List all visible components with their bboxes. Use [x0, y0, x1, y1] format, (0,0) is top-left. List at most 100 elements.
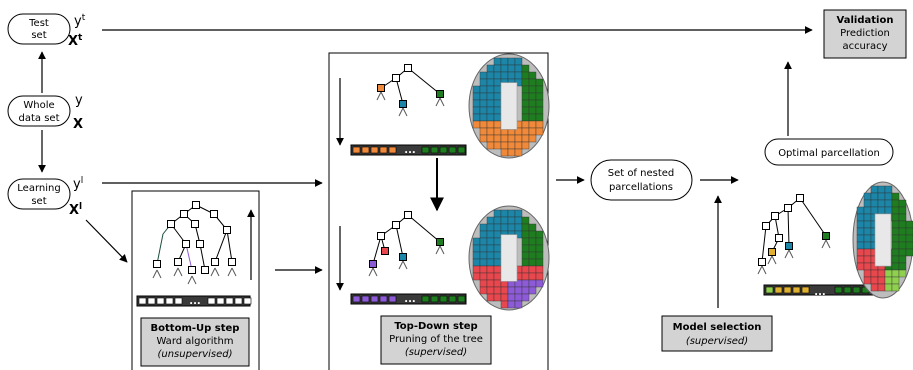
tree-node: [369, 260, 377, 268]
brain-voxel: [486, 244, 495, 253]
brain-voxel: [486, 258, 495, 267]
brain-voxel: [891, 241, 900, 250]
brain-voxel: [521, 141, 530, 150]
brain-voxel: [479, 272, 488, 281]
tree-leaf-edge: [788, 249, 794, 259]
tree-node: [436, 238, 444, 246]
brain-voxel: [472, 251, 481, 260]
cluster-cell: [388, 146, 397, 154]
cluster-cell: [156, 297, 165, 305]
brain-voxel: [486, 127, 495, 136]
brain-voxel: [528, 106, 537, 115]
brain-voxel: [479, 286, 488, 295]
tree-leaf-edge: [398, 260, 404, 270]
brain-voxel: [507, 223, 516, 232]
cluster-cell: [234, 297, 243, 305]
brain-voxel: [528, 78, 537, 87]
brain-voxel: [898, 255, 907, 264]
brain-voxel: [493, 209, 502, 218]
cluster-cell: [352, 295, 361, 303]
brain-voxel: [514, 134, 523, 143]
brain-voxel: [891, 262, 900, 271]
brain-voxel: [528, 120, 537, 129]
tree-node: [211, 258, 219, 266]
tree-leaf-edge: [439, 97, 445, 107]
brain-voxel: [507, 141, 516, 150]
tree-node: [784, 204, 792, 212]
brain-voxel: [521, 92, 530, 101]
tree-leaf-edge: [771, 255, 777, 265]
brain-voxel: [898, 199, 907, 208]
cluster-cell: [379, 295, 388, 303]
brain-voxel: [479, 230, 488, 239]
test-set-line2: set: [31, 30, 46, 41]
whole-data-line1: Whole: [23, 100, 54, 111]
brain-voxel: [870, 269, 879, 278]
brain-voxel: [486, 120, 495, 129]
tree-node: [399, 100, 407, 108]
brain-voxel: [891, 276, 900, 285]
cluster-cell: [774, 286, 783, 294]
brain-voxel: [507, 216, 516, 225]
top-down-title: Top-Down step: [394, 321, 477, 332]
whole-data-variables: y X: [73, 93, 83, 132]
brain-voxel: [500, 216, 509, 225]
optimal-bar-ellipsis: ...: [814, 287, 825, 298]
brain-voxel: [863, 192, 872, 201]
brain-voxel: [507, 134, 516, 143]
brain-voxel: [486, 279, 495, 288]
cluster-cell: [225, 297, 234, 305]
brain-voxel: [521, 106, 530, 115]
brain-voxel: [877, 283, 886, 292]
test-set-variables: yt Xt: [68, 13, 86, 49]
tree-leaf-edge: [435, 97, 441, 107]
brain-voxel: [877, 199, 886, 208]
brain-voxel: [521, 99, 530, 108]
tree-leaf-edge: [187, 275, 193, 285]
tree-node: [758, 258, 766, 266]
tree-leaf-edge: [191, 275, 197, 285]
cluster-cell: [783, 286, 792, 294]
brain-voxel: [535, 92, 544, 101]
brain-parcellation-upper: [468, 53, 550, 159]
brain-voxel: [479, 106, 488, 115]
brain-voxel: [528, 237, 537, 246]
tree-node: [768, 248, 776, 256]
brain-voxel: [870, 192, 879, 201]
brain-voxel: [528, 92, 537, 101]
brain-voxel: [535, 85, 544, 94]
x-whole-var: X: [73, 117, 83, 132]
brain-voxel: [528, 244, 537, 253]
brain-voxel: [535, 258, 544, 267]
brain-voxel: [535, 251, 544, 260]
brain-voxel: [521, 71, 530, 80]
brain-voxel: [856, 234, 865, 243]
brain-voxel: [891, 234, 900, 243]
brain-voxel: [898, 234, 907, 243]
brain-voxel: [479, 244, 488, 253]
tree-leaf-edge: [767, 255, 773, 265]
tree-edge: [799, 197, 827, 237]
brain-voxel: [493, 106, 502, 115]
brain-voxel: [877, 269, 886, 278]
brain-voxel: [486, 223, 495, 232]
brain-voxel: [528, 286, 537, 295]
brain-voxel: [870, 283, 879, 292]
tree-leaf-edge: [761, 265, 767, 275]
brain-voxel: [507, 209, 516, 218]
tree-edge: [199, 243, 206, 271]
brain-voxel: [493, 279, 502, 288]
brain-voxel: [891, 269, 900, 278]
brain-voxel: [535, 127, 544, 136]
brain-voxel: [877, 206, 886, 215]
brain-voxel: [472, 106, 481, 115]
brain-voxel: [884, 206, 893, 215]
brain-voxel: [472, 120, 481, 129]
brain-voxel: [528, 230, 537, 239]
tree-node: [182, 240, 190, 248]
brain-voxel: [884, 192, 893, 201]
brain-voxel: [507, 57, 516, 66]
cluster-cell: [765, 286, 774, 294]
brain-voxel: [891, 199, 900, 208]
